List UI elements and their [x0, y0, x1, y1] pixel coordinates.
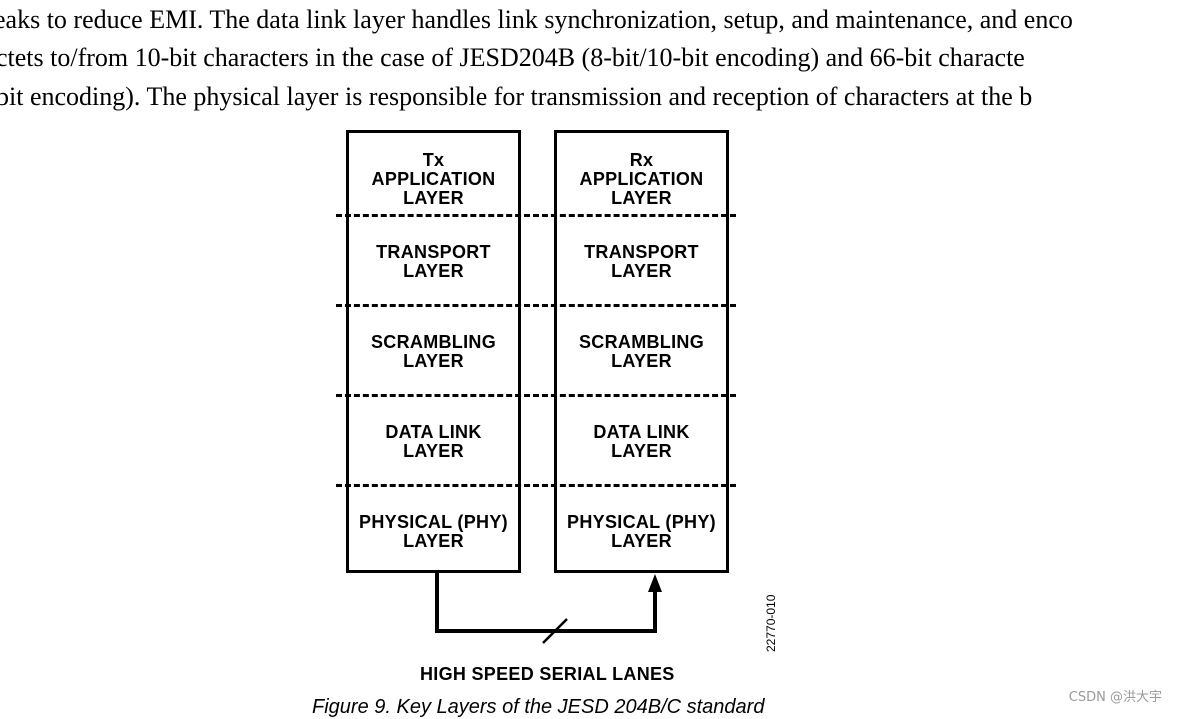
layer-divider: [336, 214, 736, 217]
lanes-label: HIGH SPEED SERIAL LANES: [420, 664, 675, 684]
layer-label-line: DATA LINK: [593, 422, 690, 442]
lane-slash-mark: [542, 618, 568, 644]
rx-application-layer: Rx APPLICATION LAYER: [557, 143, 726, 215]
figure-caption: Figure 9. Key Layers of the JESD 204B/C …: [312, 696, 765, 718]
figure-id: 22770-010: [764, 594, 778, 652]
layer-label-line: LAYER: [611, 441, 672, 461]
tx-scrambling-layer: SCRAMBLING LAYER: [349, 309, 518, 395]
layer-label-line: APPLICATION: [579, 168, 704, 189]
rx-physical-layer: PHYSICAL (PHY) LAYER: [557, 489, 726, 575]
paragraph-line-2: ctets to/from 10-bit characters in the c…: [0, 43, 1025, 72]
layer-label-line: SCRAMBLING: [579, 332, 704, 352]
rx-scrambling-layer: SCRAMBLING LAYER: [557, 309, 726, 395]
layer-divider: [336, 304, 736, 307]
tx-layer-stack: Tx APPLICATION LAYER TRANSPORT LAYER SCR…: [346, 130, 521, 573]
rx-transport-layer: TRANSPORT LAYER: [557, 219, 726, 305]
layer-label-line: LAYER: [403, 441, 464, 461]
paragraph-line-1: eaks to reduce EMI. The data link layer …: [0, 5, 1073, 34]
layer-label-line: SCRAMBLING: [371, 332, 496, 352]
layer-label-line: LAYER: [611, 261, 672, 281]
arrowhead-up-icon: [648, 574, 662, 592]
tx-data-link-layer: DATA LINK LAYER: [349, 399, 518, 485]
watermark: CSDN @洪大宇: [1068, 690, 1162, 705]
layer-label-line: APPLICATION: [371, 168, 496, 189]
tx-transport-layer: TRANSPORT LAYER: [349, 219, 518, 305]
layer-label-line: LAYER: [611, 351, 672, 371]
layer-label-line: TRANSPORT: [376, 242, 491, 262]
layer-label-line: Rx: [629, 149, 654, 170]
paragraph-line-3: bit encoding). The physical layer is res…: [0, 82, 1033, 111]
rx-data-link-layer: DATA LINK LAYER: [557, 399, 726, 485]
layer-label-line: PHYSICAL (PHY): [359, 512, 508, 532]
layer-label-line: LAYER: [611, 187, 672, 208]
layer-label-line: Tx: [422, 149, 445, 170]
layer-label-line: LAYER: [611, 531, 672, 551]
layer-label-line: PHYSICAL (PHY): [567, 512, 716, 532]
layer-label-line: LAYER: [403, 261, 464, 281]
layer-divider: [336, 394, 736, 397]
layer-label-line: DATA LINK: [385, 422, 482, 442]
tx-application-layer: Tx APPLICATION LAYER: [349, 143, 518, 215]
layer-label-line: TRANSPORT: [584, 242, 699, 262]
layer-label-line: LAYER: [403, 187, 464, 208]
rx-layer-stack: Rx APPLICATION LAYER TRANSPORT LAYER SCR…: [554, 130, 729, 573]
layer-label-line: LAYER: [403, 531, 464, 551]
layer-divider: [336, 484, 736, 487]
layer-label-line: LAYER: [403, 351, 464, 371]
serial-lane-path: [435, 573, 657, 633]
tx-physical-layer: PHYSICAL (PHY) LAYER: [349, 489, 518, 575]
